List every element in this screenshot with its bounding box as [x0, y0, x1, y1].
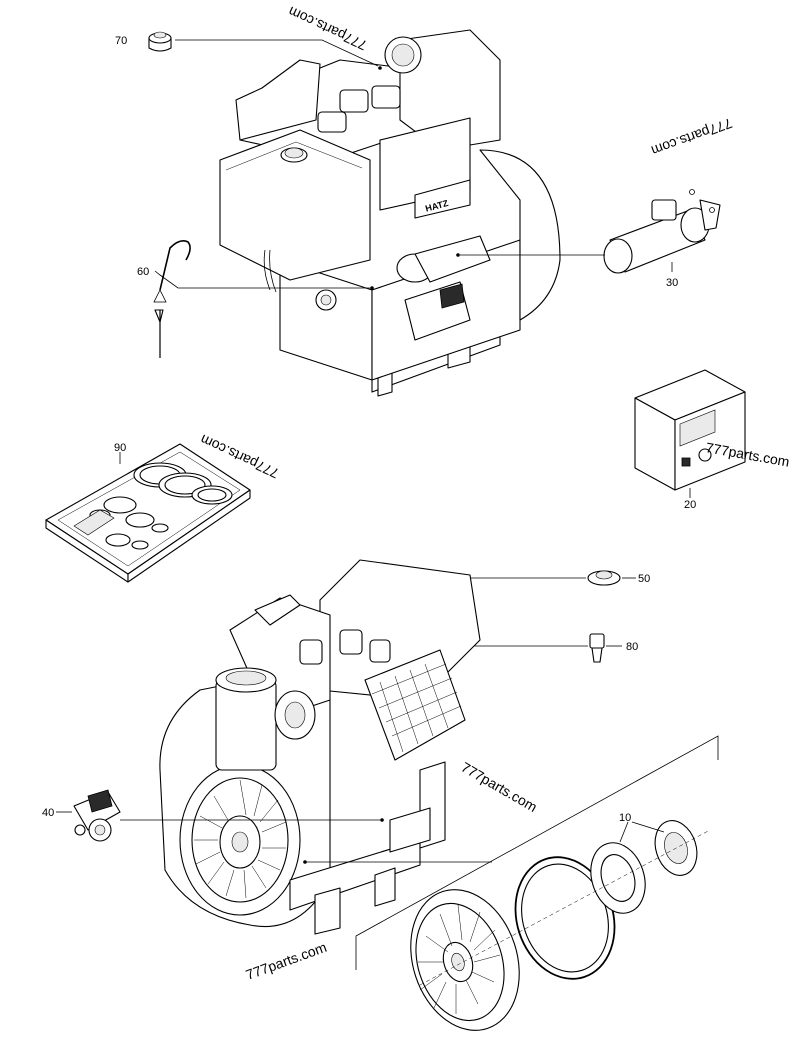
flywheel-group [355, 735, 719, 1031]
watermark-text: 777parts.com [649, 115, 734, 159]
part-40-pump [56, 789, 384, 842]
watermark-text: 777parts.com [244, 939, 329, 983]
part-70-oil-filler-cap [148, 31, 382, 70]
callout-70: 70 [115, 35, 127, 47]
callout-labels: 70 60 30 90 20 50 80 40 10 [42, 35, 696, 824]
callout-10: 10 [619, 812, 631, 824]
top-engine: HATZ [219, 29, 561, 397]
part-60-dipstick [153, 240, 374, 358]
watermark-text: 777parts.com [459, 759, 540, 815]
part-90-gasket-kit [45, 443, 251, 583]
watermark-text: 777parts.com [286, 3, 370, 53]
callout-60: 60 [137, 266, 149, 278]
part-30-starter-motor [456, 189, 721, 274]
callout-40: 40 [42, 807, 54, 819]
callout-30: 30 [666, 277, 678, 289]
callout-80: 80 [626, 641, 638, 653]
callout-50: 50 [638, 573, 650, 585]
callout-20: 20 [684, 499, 696, 511]
callout-90: 90 [114, 442, 126, 454]
bottom-engine [159, 559, 492, 935]
part-20-control-box [634, 369, 746, 498]
